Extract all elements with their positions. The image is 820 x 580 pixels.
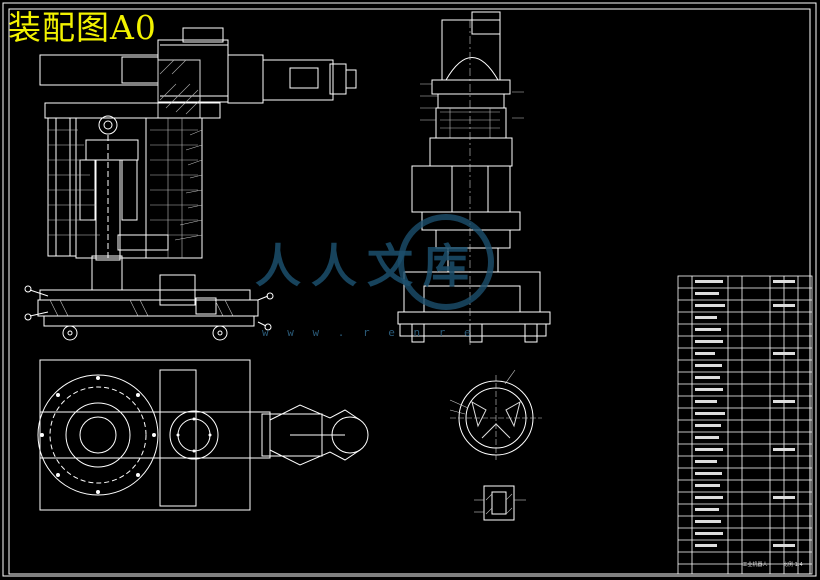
section-a-a-view: [449, 369, 542, 521]
watermark-logo-text: 人人文库: [255, 239, 479, 293]
watermark-url: w w w . r e n r e: [262, 326, 477, 339]
front-view: [24, 27, 357, 341]
parts-list-table: [677, 275, 813, 575]
inner-frame: [8, 8, 811, 575]
title-block-scale: 比例 1:4: [783, 562, 803, 568]
drawing-title: 装配图A0: [8, 8, 157, 47]
watermark-emblem: [398, 214, 494, 310]
side-view: [397, 11, 551, 345]
title-block-caption: 工业机器人: [742, 562, 768, 568]
top-view: [37, 359, 369, 511]
